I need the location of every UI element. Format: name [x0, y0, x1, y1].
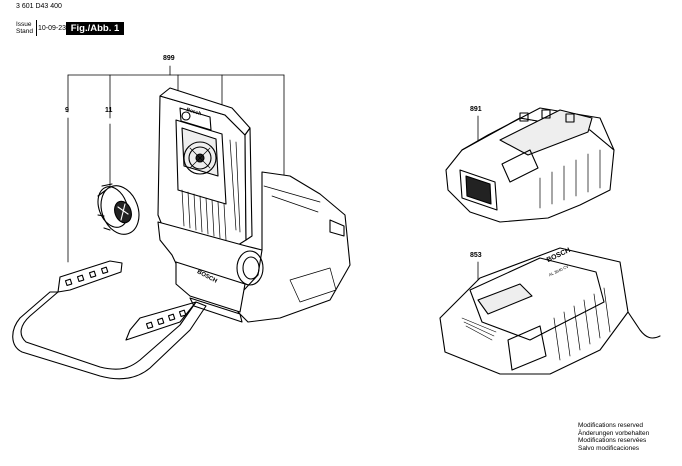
- lamp-head: [157, 87, 253, 251]
- footer-line-de: Änderungen vorbehalten: [578, 429, 650, 437]
- header-separator: [36, 20, 37, 36]
- figure-label: Fig./Abb. 1: [66, 22, 124, 35]
- footer-line-fr: Modifications reservées: [578, 437, 647, 445]
- footer-line-en: Modifications reserved: [578, 422, 644, 429]
- part-number: 3 601 D43 400: [16, 3, 62, 10]
- issue-stand-label: Issue Stand: [16, 21, 33, 35]
- adjustment-knob: [97, 183, 140, 235]
- footer-notice: Modifications reserved Änderungen vorbeh…: [578, 422, 649, 452]
- callout-891: 891: [470, 106, 482, 113]
- lamp-body: [157, 171, 351, 323]
- charger: [439, 247, 661, 375]
- callout-11: 11: [105, 107, 113, 114]
- stand-label: Stand: [16, 28, 33, 35]
- battery-pack: [445, 107, 615, 223]
- handle-strap: [12, 260, 207, 380]
- issue-label: Issue: [16, 21, 32, 28]
- footer-line-es: Salvo modificaciones: [578, 444, 640, 452]
- issue-date: 10-09-23: [38, 25, 67, 32]
- callout-9: 9: [65, 107, 69, 114]
- callout-853: 853: [470, 252, 482, 259]
- callout-899: 899: [163, 55, 175, 62]
